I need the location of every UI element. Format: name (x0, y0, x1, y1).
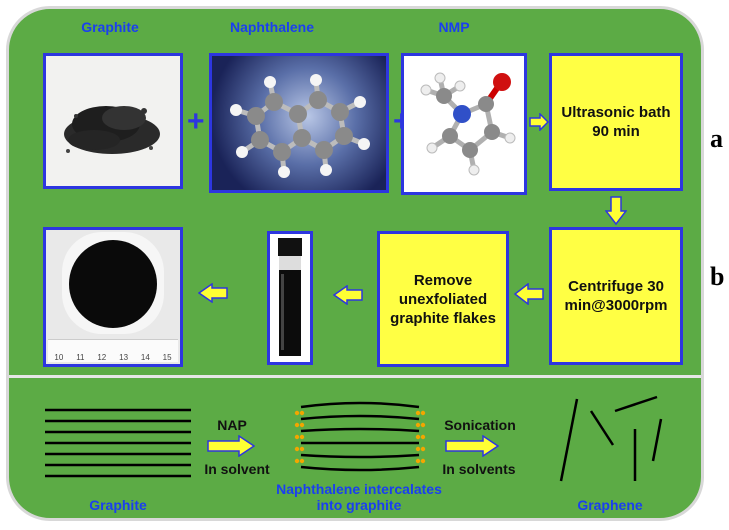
arrow-left-icon-2 (333, 285, 363, 305)
dispersion-vial-photo (267, 231, 313, 365)
intercalates-label: Naphthalene intercalates into graphite (276, 481, 442, 513)
graphite-layers-icon (45, 408, 191, 478)
graphite-label: Graphite (81, 19, 139, 35)
remove-flakes-step: Remove unexfoliated graphite flakes (377, 231, 509, 367)
section-divider (9, 375, 701, 378)
centrifuge-text: Centrifuge 30 min@3000rpm (564, 278, 668, 314)
graphite-powder-photo (43, 53, 183, 189)
ruler-tick: 14 (140, 353, 150, 362)
arrow-right-icon-nap (207, 435, 255, 457)
arrow-right-icon (529, 113, 549, 131)
ruler-tick: 13 (119, 353, 129, 362)
nmp-molecule-image (401, 53, 527, 195)
graphite-bottom-label: Graphite (89, 497, 147, 513)
plus-sign-1: + (187, 105, 205, 138)
panel-label-b: b (710, 262, 725, 291)
in-solvent-label: In solvent (204, 461, 270, 477)
arrow-left-icon-1 (514, 283, 544, 305)
arrow-left-icon-3 (198, 283, 228, 303)
nap-label: NAP (217, 417, 247, 433)
ultrasonic-bath-step: Ultrasonic bath 90 min (549, 53, 683, 191)
panel-label-a: a (710, 124, 723, 153)
in-solvents-label: In solvents (442, 461, 516, 477)
ruler-tick: 15 (162, 353, 172, 362)
ruler-tick: 12 (97, 353, 107, 362)
scheme-panel: Graphite Naphthalene NMP + (6, 6, 704, 521)
graphene-label: Graphene (577, 497, 643, 513)
ruler-tick: 10 (54, 353, 64, 362)
graphene-sheets-icon (559, 395, 663, 482)
centrifuge-step: Centrifuge 30 min@3000rpm (549, 227, 683, 365)
remove-flakes-text: Remove unexfoliated graphite flakes (390, 271, 496, 327)
naphthalene-label: Naphthalene (229, 19, 314, 35)
intercalated-graphite-icon (294, 401, 426, 472)
arrow-right-icon-sonication (445, 435, 499, 457)
sonication-label: Sonication (444, 417, 516, 433)
ultrasonic-bath-text: Ultrasonic bath 90 min (561, 104, 671, 140)
ruler: 10 11 12 13 14 15 (48, 339, 178, 362)
graphene-film-photo: 10 11 12 13 14 15 (43, 227, 183, 367)
ruler-tick: 11 (76, 353, 85, 362)
arrow-down-icon (605, 196, 627, 226)
nmp-label: NMP (438, 19, 470, 35)
naphthalene-molecule-image (209, 53, 389, 193)
